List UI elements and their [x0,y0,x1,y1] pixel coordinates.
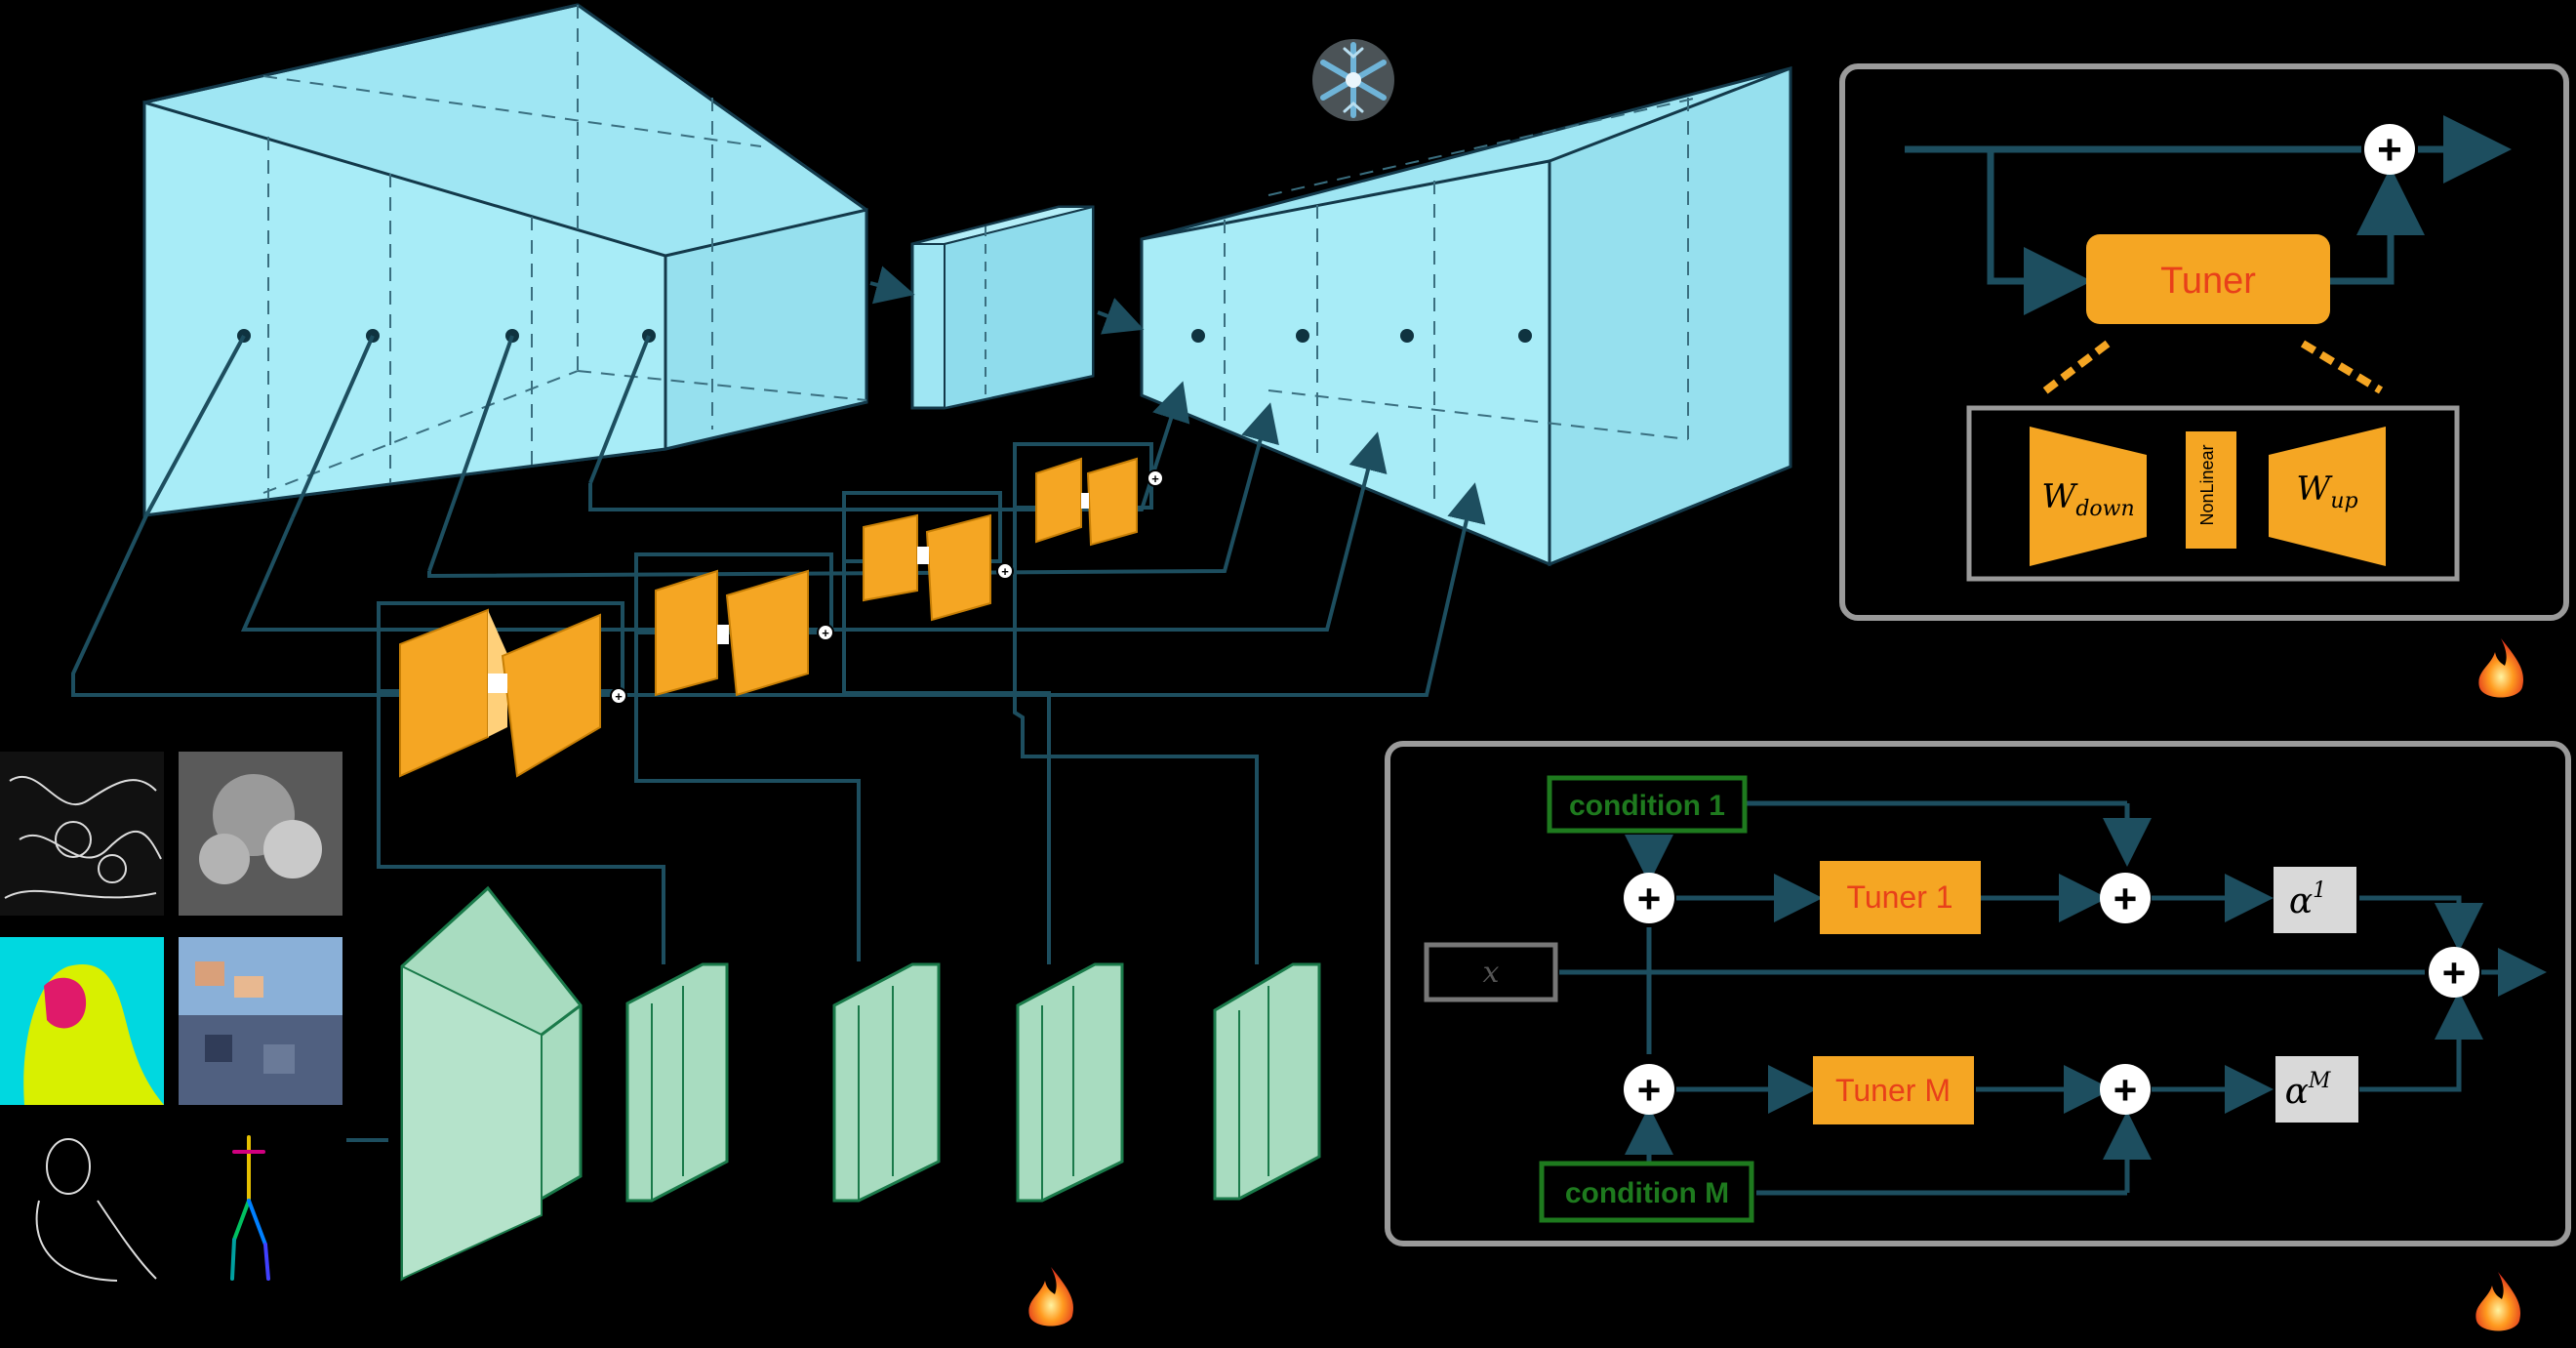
tuner-internals-box [1966,405,2460,582]
input-x-label: x [1483,956,1500,990]
control-encoder-block-2 [832,962,941,1203]
tuner-block-2 [655,569,809,697]
frozen-decoder-block [1140,65,1792,567]
tuner-detail-panel: + Tuner Wdown NonLinear Wup [1839,63,2569,621]
alpha-m-label: α [2285,1072,2309,1112]
control-encoder-block-3 [1016,962,1124,1203]
svg-text:+: + [2442,950,2467,996]
sum-node [2100,873,2151,923]
tuner-1-box [1820,861,1981,934]
middle-block [910,205,1095,410]
w-up-block [2269,427,2386,566]
condition-thumbnail-sketch [0,1123,164,1284]
svg-text:+: + [2113,1067,2138,1113]
condition-1-box [1547,775,1748,834]
input-x-box [1424,942,1558,1002]
control-encoder-block-1 [625,962,729,1203]
multi-condition-panel: condition 1 x condition M + + + + + Tune… [1385,741,2571,1246]
condition-m-box [1539,1161,1754,1223]
alpha-1-label: α [2289,881,2313,921]
sum-node [1624,873,1674,923]
alpha-m-sup: M [2308,1069,2331,1093]
sum-node [2364,124,2415,175]
svg-text:α1: α1 [2289,878,2326,921]
w-down-sub: down [2075,497,2134,521]
tuner-m-label: Tuner M [1835,1073,1951,1108]
frozen-encoder-block [142,3,868,517]
flame-icon [2478,638,2524,698]
condition-thumbnail-mosaic [179,937,342,1105]
sum-node [1624,1064,1674,1115]
condition-m-label: condition M [1565,1177,1729,1209]
svg-text:+: + [1637,876,1662,921]
svg-text:+: + [615,689,623,704]
tuner-1-label: Tuner 1 [1846,879,1952,915]
nonlinear-block [2186,431,2236,549]
tuner-block-3 [863,513,991,622]
flame-icon [1028,1267,1074,1327]
condition-thumbnail-pose [179,1123,342,1284]
w-up-sub: up [2330,489,2357,513]
w-down-block [2030,427,2147,566]
svg-text:+: + [1001,564,1009,579]
svg-text:αM: αM [2285,1069,2331,1112]
condition-thumbnail-segmentation [0,937,164,1105]
w-up-label: W [2296,470,2333,509]
control-encoder-block-4 [1213,962,1321,1201]
condition-1-label: condition 1 [1569,790,1725,822]
svg-text:+: + [1151,471,1159,486]
flame-icon [2475,1272,2521,1331]
alpha-1-sup: 1 [2313,878,2326,903]
tuner-block-4 [1035,457,1138,547]
svg-text:Wdown: Wdown [2041,477,2134,521]
condition-thumbnail-depth [179,752,342,916]
svg-text:+: + [822,626,829,640]
svg-text:Wup: Wup [2296,470,2357,513]
svg-text:+: + [2113,876,2138,921]
tuner-label: Tuner [2160,261,2256,302]
alpha-m-box [2275,1056,2358,1123]
sum-node [2100,1064,2151,1115]
skip-add-markers [610,470,1164,705]
w-down-label: W [2041,477,2078,516]
control-encoder-input [400,885,583,1282]
tuner-m-box [1813,1056,1974,1124]
tuner-block-1 [399,608,601,778]
nonlinear-label: NonLinear [2197,444,2217,525]
condition-thumbnail-edges [0,752,164,916]
svg-text:+: + [2377,126,2402,174]
alpha-1-box [2274,867,2356,933]
snowflake-icon [1312,39,1394,121]
sum-node [2429,947,2479,998]
svg-text:+: + [1637,1067,1662,1113]
tuner-box [2086,234,2330,324]
